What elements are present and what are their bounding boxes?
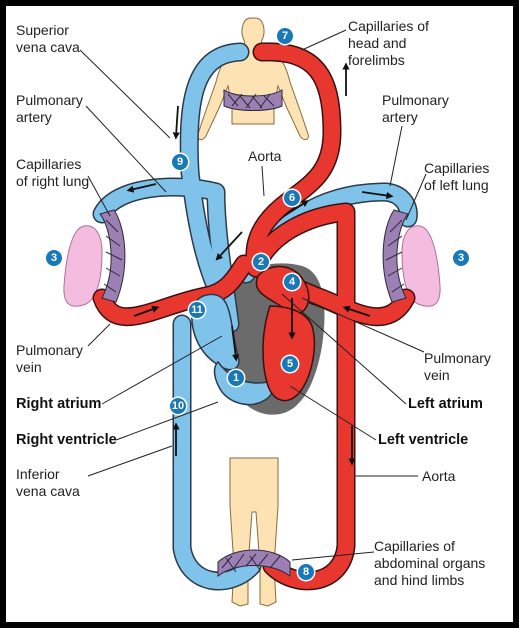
step-badge-6: 6 (284, 190, 300, 206)
step-badge-8: 8 (298, 564, 314, 580)
label-pulmonary-artery-right: Pulmonary artery (382, 92, 449, 125)
diagram-frame: 7 9 6 3 3 2 4 11 5 1 10 8 Superior vena … (6, 6, 513, 622)
label-superior-vena-cava: Superior vena cava (16, 22, 80, 55)
step-badge-2: 2 (253, 254, 269, 270)
step-badge-3-left: 3 (46, 250, 62, 266)
label-capillaries-head: Capillaries of head and forelimbs (348, 18, 429, 68)
head-capillary-bed (223, 89, 283, 111)
left-lung-capillaries (382, 209, 409, 303)
label-right-ventricle: Right ventricle (16, 432, 117, 448)
right-ventricle-chamber (213, 360, 276, 406)
label-aorta-top: Aorta (248, 148, 282, 164)
step-badge-5: 5 (282, 356, 298, 372)
label-capillaries-abdominal: Capillaries of abdominal organs and hind… (374, 538, 486, 588)
label-left-atrium: Left atrium (408, 396, 483, 412)
right-lung-capillaries (99, 209, 126, 303)
step-badge-4: 4 (284, 274, 300, 290)
label-pulmonary-vein-left: Pulmonary vein (16, 342, 83, 375)
label-pulmonary-vein-right: Pulmonary vein (424, 350, 491, 383)
label-capillaries-left-lung: Capillaries of left lung (424, 160, 490, 193)
flow-arrows (126, 62, 394, 466)
label-capillaries-right-lung: Capillaries of right lung (16, 156, 90, 189)
step-badge-10: 10 (170, 398, 186, 414)
step-badge-11: 11 (189, 302, 205, 318)
step-badge-3-right: 3 (453, 250, 469, 266)
label-right-atrium: Right atrium (16, 396, 102, 412)
abdominal-capillary-bed (217, 549, 291, 578)
step-badge-1: 1 (228, 370, 244, 386)
step-badge-9: 9 (172, 154, 188, 170)
label-inferior-vena-cava: Inferior vena cava (16, 466, 80, 499)
leader-lines (79, 29, 427, 561)
left-lung (401, 225, 441, 307)
label-pulmonary-artery-left: Pulmonary artery (16, 92, 83, 125)
right-lung (63, 225, 103, 307)
label-left-ventricle: Left ventricle (378, 432, 469, 448)
step-badge-7: 7 (277, 28, 293, 44)
label-aorta-bottom: Aorta (422, 468, 456, 484)
